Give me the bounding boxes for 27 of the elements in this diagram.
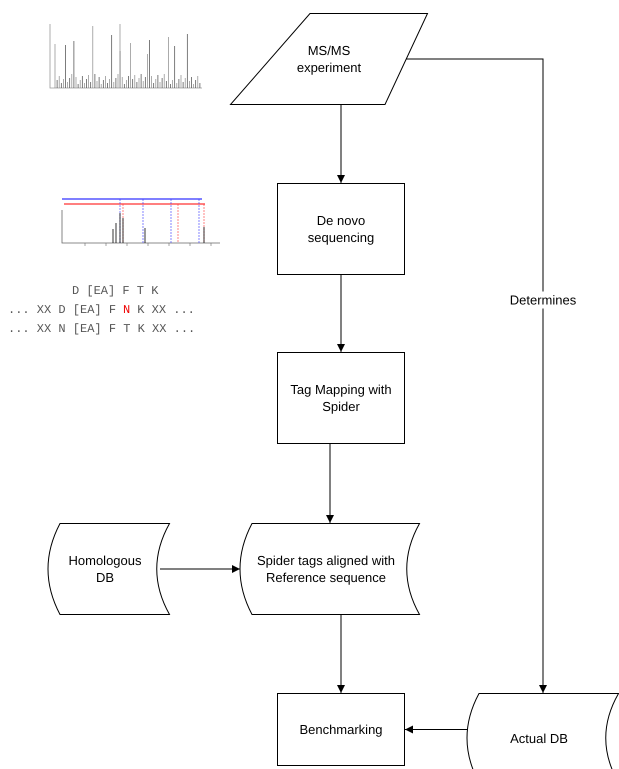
arrow xyxy=(337,104,345,184)
sequence-text: K XX ... xyxy=(137,303,195,317)
sequence-text: D [EA] F T K xyxy=(72,284,158,298)
arrow xyxy=(326,444,334,524)
arrow xyxy=(160,565,240,573)
process-box xyxy=(277,693,405,766)
input-parallelogram xyxy=(230,13,428,105)
stored-data-shape xyxy=(240,523,420,615)
stored-data-shape xyxy=(48,523,170,615)
node-label: Tag Mapping with Spider xyxy=(289,381,393,415)
node-label: MS/MS experiment xyxy=(296,42,362,76)
node-label: Spider tags aligned with Reference sequence xyxy=(256,552,396,586)
node-label: Benchmarking xyxy=(298,721,384,738)
arrow xyxy=(337,274,345,352)
process-box xyxy=(277,183,405,275)
sequence-text: ... XX D [EA] F xyxy=(8,303,116,317)
arrow xyxy=(406,58,547,694)
stored-data-shape xyxy=(467,693,619,769)
arrow xyxy=(404,726,468,734)
arrow xyxy=(337,614,345,694)
sequence-text: ... XX N [EA] F T K XX ... xyxy=(8,322,196,336)
node-label: Homologous DB xyxy=(68,552,142,586)
node-label: Actual DB xyxy=(509,730,569,746)
process-box xyxy=(277,352,405,444)
edge-label: Determines xyxy=(508,292,578,308)
sequence-text: N xyxy=(123,303,130,317)
node-label: De novo sequencing xyxy=(306,212,376,246)
